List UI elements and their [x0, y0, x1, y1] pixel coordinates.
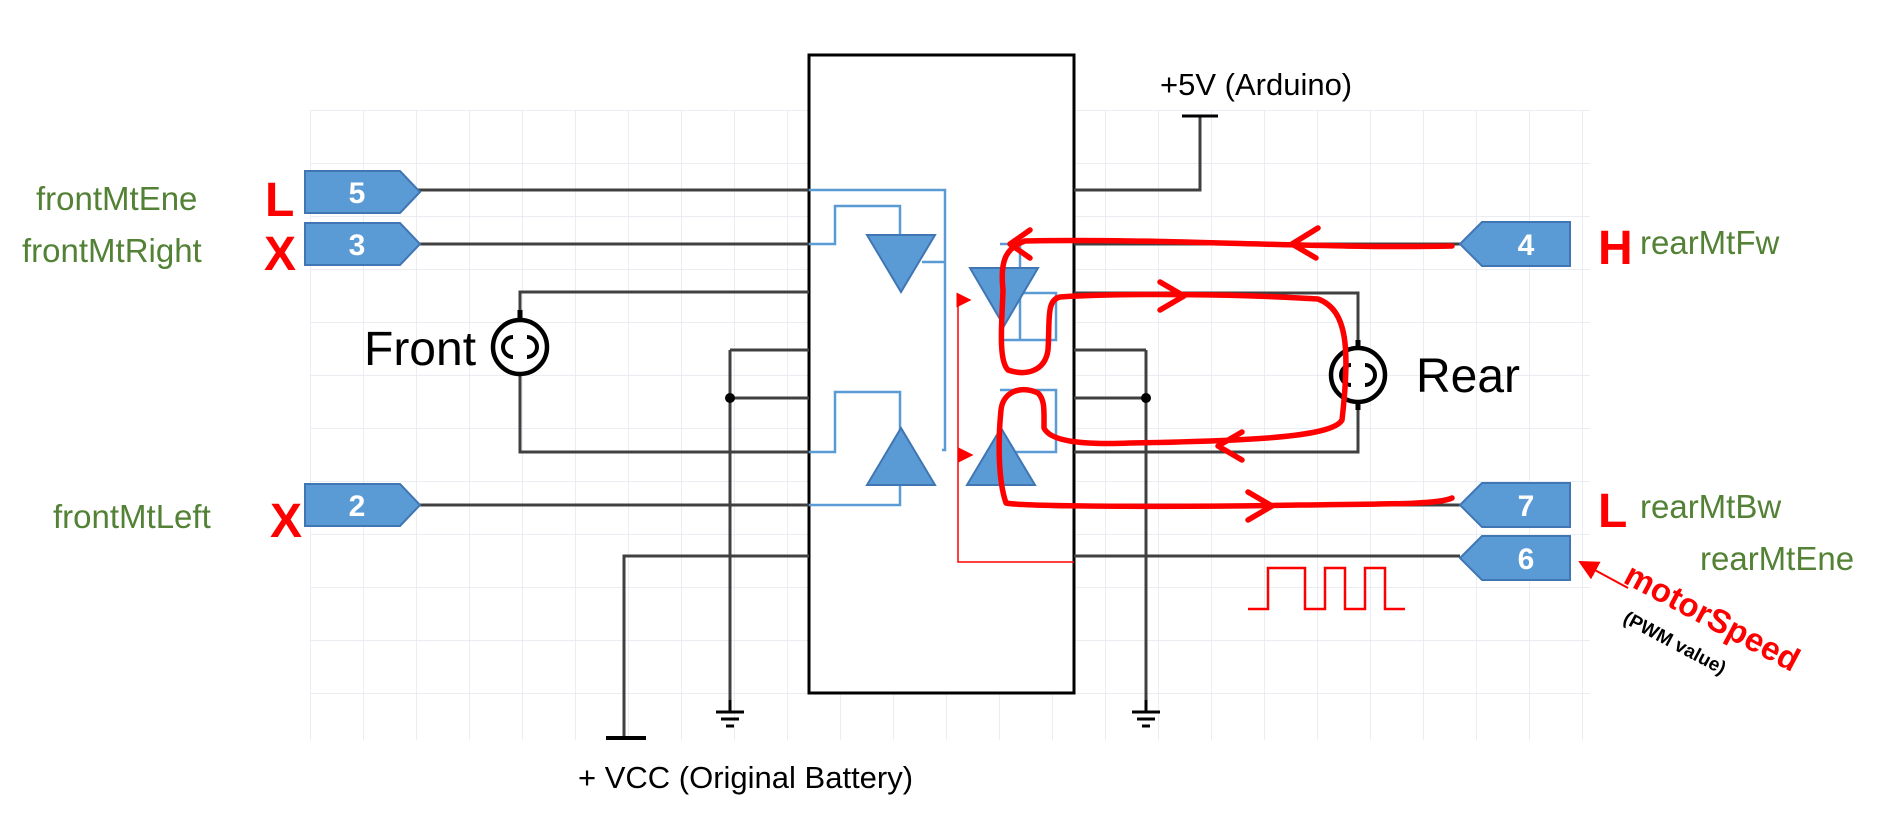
supply-5v-label: +5V (Arduino)	[1160, 67, 1352, 102]
front-motor-icon	[490, 310, 550, 377]
pin-number: 2	[349, 490, 366, 523]
state-label-pin4: H	[1598, 222, 1633, 275]
pin-number: 6	[1518, 543, 1535, 576]
signal-label-frontmtene: frontMtEne	[36, 180, 197, 217]
pin-number: 7	[1518, 490, 1535, 523]
pwm-waveform	[1248, 566, 1405, 611]
pin-3[interactable]: 3	[304, 222, 422, 266]
state-label-pin7: L	[1598, 485, 1627, 538]
annotation-arrow	[1578, 561, 1629, 589]
signal-label-rearmtfw: rearMtFw	[1640, 224, 1780, 261]
pin-5[interactable]: 5	[304, 170, 422, 214]
pin-number: 4	[1518, 229, 1535, 262]
pin-number: 5	[349, 177, 366, 210]
enable-feedback-line	[956, 292, 1074, 563]
supply-5v-symbol	[1074, 114, 1218, 192]
signal-label-frontmtright: frontMtRight	[22, 232, 202, 269]
driver-triangle-icon	[865, 234, 937, 294]
state-label-pin5: L	[265, 174, 294, 227]
state-label-pin3: X	[264, 228, 296, 281]
rear-motor-label: Rear	[1416, 350, 1520, 403]
driver-triangle-icon	[865, 426, 937, 486]
pin-2[interactable]: 2	[304, 483, 422, 527]
state-label-pin2: X	[270, 495, 302, 548]
driver-ic-box	[807, 53, 1076, 695]
ground-icon	[716, 700, 744, 728]
supply-battery-label: + VCC (Original Battery)	[578, 760, 913, 795]
pin-number: 3	[349, 229, 366, 262]
signal-label-rearmtene: rearMtEne	[1700, 540, 1854, 577]
pin-7[interactable]: 7	[1458, 482, 1571, 528]
ground-icon	[1132, 700, 1160, 728]
junction-dot-right	[1141, 393, 1151, 403]
junction-dot-left	[725, 393, 735, 403]
signal-label-rearmtbw: rearMtBw	[1640, 488, 1781, 525]
front-motor-label: Front	[364, 323, 476, 376]
pin-4[interactable]: 4	[1458, 221, 1571, 267]
left-wires	[418, 188, 809, 740]
signal-label-frontmtleft: frontMtLeft	[53, 498, 211, 535]
current-path	[996, 225, 1455, 523]
pin-6[interactable]: 6	[1458, 535, 1571, 581]
